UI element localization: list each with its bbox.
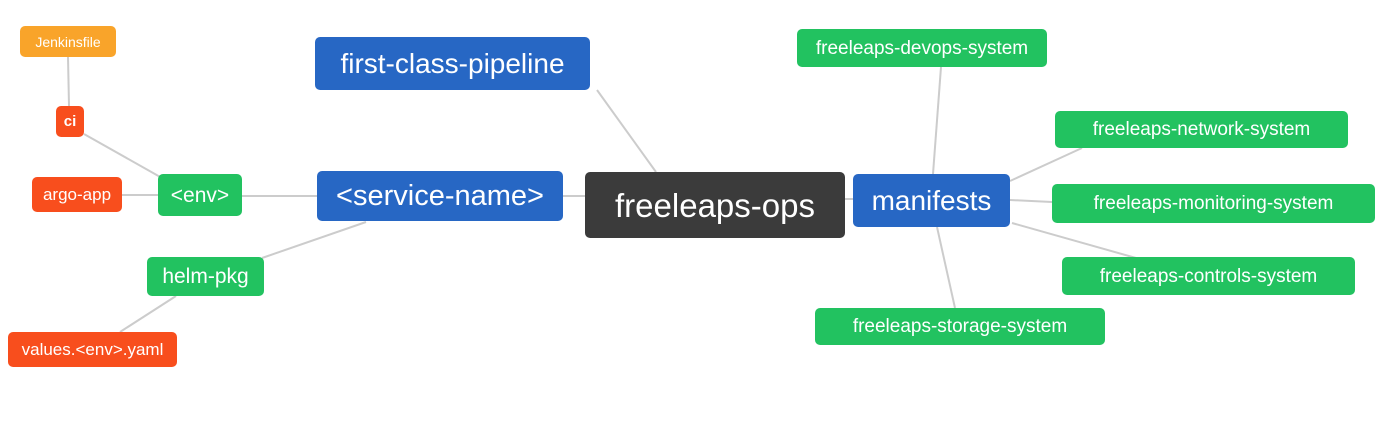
- edge-manifests-to-freeleaps-storage-system: [936, 226, 956, 309]
- node-label: manifests: [871, 184, 992, 216]
- node-label: Jenkinsfile: [35, 33, 101, 50]
- node-label: freeleaps-network-system: [1092, 119, 1311, 140]
- node-label: <env>: [170, 183, 230, 207]
- node-freeleaps-monitoring-system[interactable]: freeleaps-monitoring-system: [1052, 184, 1375, 223]
- edge-manifests-to-freeleaps-network-system: [1009, 147, 1083, 182]
- node-freeleaps-network-system[interactable]: freeleaps-network-system: [1055, 111, 1348, 148]
- node-label: argo-app: [42, 185, 112, 204]
- node-helm-pkg[interactable]: helm-pkg: [147, 257, 264, 296]
- edge-ci-to-env: [83, 133, 163, 179]
- node-label: freeleaps-monitoring-system: [1093, 193, 1334, 214]
- node-values-env-yaml[interactable]: values.<env>.yaml: [8, 332, 177, 367]
- node-ci[interactable]: ci: [56, 106, 84, 137]
- node-first-class-pipeline[interactable]: first-class-pipeline: [315, 37, 590, 90]
- node-env[interactable]: <env>: [158, 174, 242, 216]
- node-label: freeleaps-devops-system: [815, 37, 1029, 59]
- node-argo-app[interactable]: argo-app: [32, 177, 122, 212]
- node-freeleaps-ops[interactable]: freeleaps-ops: [585, 172, 845, 238]
- node-label: values.<env>.yaml: [21, 340, 164, 359]
- edge-manifests-to-freeleaps-monitoring-system: [1009, 199, 1053, 203]
- node-label: freeleaps-controls-system: [1099, 265, 1318, 287]
- edge-first-class-pipeline-to-freeleaps-ops: [596, 89, 657, 173]
- node-label: helm-pkg: [162, 265, 249, 288]
- node-jenkinsfile[interactable]: Jenkinsfile: [20, 26, 116, 57]
- node-service-name[interactable]: <service-name>: [317, 171, 563, 221]
- node-freeleaps-devops-system[interactable]: freeleaps-devops-system: [797, 29, 1047, 67]
- edge-manifests-to-freeleaps-controls-system: [1011, 222, 1137, 259]
- node-label: <service-name>: [336, 179, 544, 212]
- node-label: first-class-pipeline: [340, 47, 565, 79]
- node-label: freeleaps-ops: [615, 186, 815, 224]
- node-manifests[interactable]: manifests: [853, 174, 1010, 227]
- edge-helm-pkg-to-service-name: [261, 221, 367, 259]
- edge-values-env-yaml-to-helm-pkg: [119, 295, 177, 333]
- edge-jenkinsfile-to-ci: [67, 56, 70, 107]
- node-label: ci: [63, 113, 77, 130]
- edge-manifests-to-freeleaps-devops-system: [932, 66, 942, 175]
- node-freeleaps-storage-system[interactable]: freeleaps-storage-system: [815, 308, 1105, 345]
- node-freeleaps-controls-system[interactable]: freeleaps-controls-system: [1062, 257, 1355, 295]
- node-label: freeleaps-storage-system: [852, 316, 1068, 337]
